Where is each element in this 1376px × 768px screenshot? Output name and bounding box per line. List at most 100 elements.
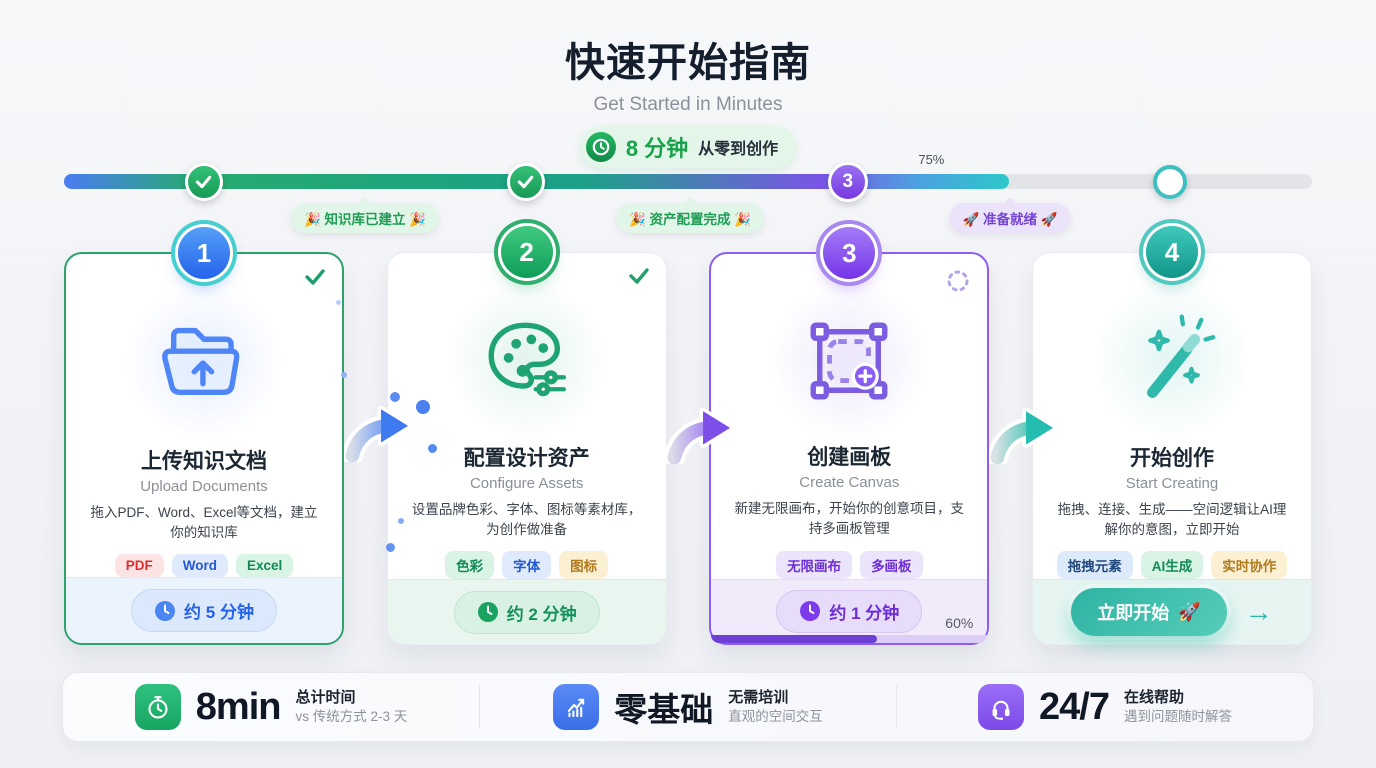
tag-excel: Excel	[235, 554, 294, 578]
step-card-upload[interactable]: 1 上传知识文档 Upload Documents 拖入PDF、Word、Exc…	[64, 227, 344, 645]
step-description: 拖拽、连接、生成——空间逻辑让AI理解你的意图，立即开始	[1057, 501, 1287, 537]
duration-pill: 约 5 分钟	[131, 589, 277, 633]
milestone-assets-done: 🎉 资产配置完成 🎉	[615, 203, 765, 233]
tag-list: 无限画布 多画板	[711, 550, 987, 579]
milestone-knowledge-base: 🎉 知识库已建立 🎉	[290, 203, 440, 233]
step-progress-label: 60%	[945, 615, 974, 631]
step-title: 创建画板	[807, 446, 892, 470]
page-subtitle: Get Started in Minutes	[593, 94, 783, 115]
decor-dot	[416, 400, 430, 414]
check-icon	[304, 268, 326, 291]
arrow-right-icon[interactable]: →	[1244, 596, 1273, 628]
page-title: 快速开始指南	[565, 41, 811, 85]
step-progress-bar	[711, 635, 988, 643]
step-title: 配置设计资产	[463, 446, 590, 470]
decor-dot	[398, 518, 404, 524]
clock-icon	[800, 601, 821, 622]
card-footer: 立即开始🚀 →	[1032, 579, 1311, 644]
tag-ai-generate: AI生成	[1140, 551, 1204, 580]
step-progress-fill	[711, 635, 877, 643]
duration-pill: 约 1 分钟	[776, 589, 923, 633]
stat-label: 无需培训	[728, 688, 789, 706]
stat-value: 24/7	[1039, 685, 1110, 728]
tag-infinite-canvas: 无限画布	[776, 550, 853, 579]
flow-arrow-1	[344, 405, 410, 462]
step-subtitle: Configure Assets	[469, 474, 584, 492]
canvas-icon	[810, 322, 888, 400]
tag-font: 字体	[502, 551, 552, 580]
stat-value: 8min	[195, 685, 282, 728]
progress-node-4	[1152, 164, 1187, 199]
step-subtitle: Start Creating	[1125, 474, 1219, 492]
stat-label: 在线帮助	[1123, 688, 1184, 706]
step-description: 拖入PDF、Word、Excel等文档，建立你的知识库	[90, 504, 318, 541]
progress-node-3: 3	[827, 161, 868, 202]
card-footer: 约 2 分钟	[387, 579, 666, 644]
card-footer: 约 1 分钟 60%	[711, 578, 988, 643]
flow-arrow-3	[989, 407, 1055, 464]
total-time-badge: 8 分钟 从零到创作	[579, 126, 797, 168]
stat-label: 总计时间	[295, 688, 356, 706]
tag-color: 色彩	[445, 551, 495, 580]
headset-icon	[978, 684, 1025, 730]
icon-glow	[446, 280, 607, 441]
stats-bar: 8min 总计时间 vs 传统方式 2-3 天 零基础 无需培训直观的空间交互	[62, 672, 1314, 742]
step-card-create[interactable]: 4 开始创作 Start Creating 拖拽、连接、生成——空间逻辑让AI理…	[1031, 226, 1312, 645]
progress-track: 75% 3	[64, 152, 1312, 202]
clock-icon	[585, 132, 616, 162]
tag-list: 色彩 字体 图标	[388, 551, 666, 580]
step-description: 新建无限画布，开始你的创意项目，支持多画板管理	[734, 501, 965, 537]
decor-dot	[336, 300, 341, 305]
progress-node-check-1	[184, 162, 223, 201]
decor-dot	[341, 372, 347, 378]
stat-sublabel: 直观的空间交互	[728, 709, 823, 725]
step-title: 开始创作	[1129, 446, 1214, 470]
tag-multi-board: 多画板	[860, 550, 923, 579]
magic-wand-icon	[1147, 314, 1216, 399]
step-subtitle: Upload Documents	[140, 477, 268, 495]
card-footer: 约 5 分钟	[66, 577, 342, 643]
stopwatch-icon	[134, 684, 181, 730]
folder-upload-icon	[162, 328, 240, 396]
step-4-number-badge: 4	[1145, 226, 1198, 278]
stat-support: 24/7 在线帮助遇到问题随时解答	[897, 684, 1313, 730]
steps-row: 1 上传知识文档 Upload Documents 拖入PDF、Word、Exc…	[64, 226, 1312, 645]
progress-node-check-2	[506, 162, 545, 201]
tag-list: PDF Word Excel	[66, 554, 342, 578]
step-title: 上传知识文档	[141, 449, 267, 473]
divider	[896, 685, 897, 729]
tag-word: Word	[171, 554, 228, 578]
tag-realtime-collab: 实时协作	[1211, 551, 1288, 580]
flow-arrow-2	[666, 407, 732, 464]
step-card-assets[interactable]: 2 配置设计资产 Confi	[386, 226, 667, 645]
clock-icon	[155, 600, 176, 621]
stat-sublabel: vs 传统方式 2-3 天	[295, 709, 408, 725]
milestone-ready: 🚀 准备就绪 🚀	[949, 203, 1071, 233]
stat-total-time: 8min 总计时间 vs 传统方式 2-3 天	[63, 684, 479, 730]
tag-pdf: PDF	[114, 554, 164, 578]
time-value: 8 分钟	[625, 136, 689, 161]
tag-list: 拖拽元素 AI生成 实时协作	[1033, 551, 1311, 580]
stat-zero-basis: 零基础 无需培训直观的空间交互	[480, 683, 896, 731]
rocket-icon: 🚀	[1178, 601, 1201, 622]
check-icon	[628, 267, 650, 290]
chart-up-icon	[553, 684, 600, 730]
step-1-number-badge: 1	[178, 227, 230, 279]
duration-pill: 约 2 分钟	[453, 590, 600, 634]
decor-dot	[428, 444, 437, 453]
tag-drag-elements: 拖拽元素	[1056, 551, 1133, 580]
step-description: 设置品牌色彩、字体、图标等素材库，为创作做准备	[411, 501, 642, 537]
divider	[479, 685, 480, 729]
progress-percent-label: 75%	[918, 152, 945, 167]
header: 快速开始指南 Get Started in Minutes 8 分钟 从零到创作	[0, 30, 1376, 168]
tag-icon: 图标	[559, 551, 609, 580]
step-2-number-badge: 2	[500, 226, 553, 278]
stat-value: 零基础	[614, 691, 714, 728]
spinner-icon	[945, 268, 971, 299]
start-now-button[interactable]: 立即开始🚀	[1071, 588, 1227, 637]
palette-icon	[488, 322, 566, 397]
stat-sublabel: 遇到问题随时解答	[1123, 709, 1232, 725]
step-card-canvas[interactable]: 3 创建画板 Create	[709, 227, 990, 645]
time-label: 从零到创作	[698, 141, 779, 158]
